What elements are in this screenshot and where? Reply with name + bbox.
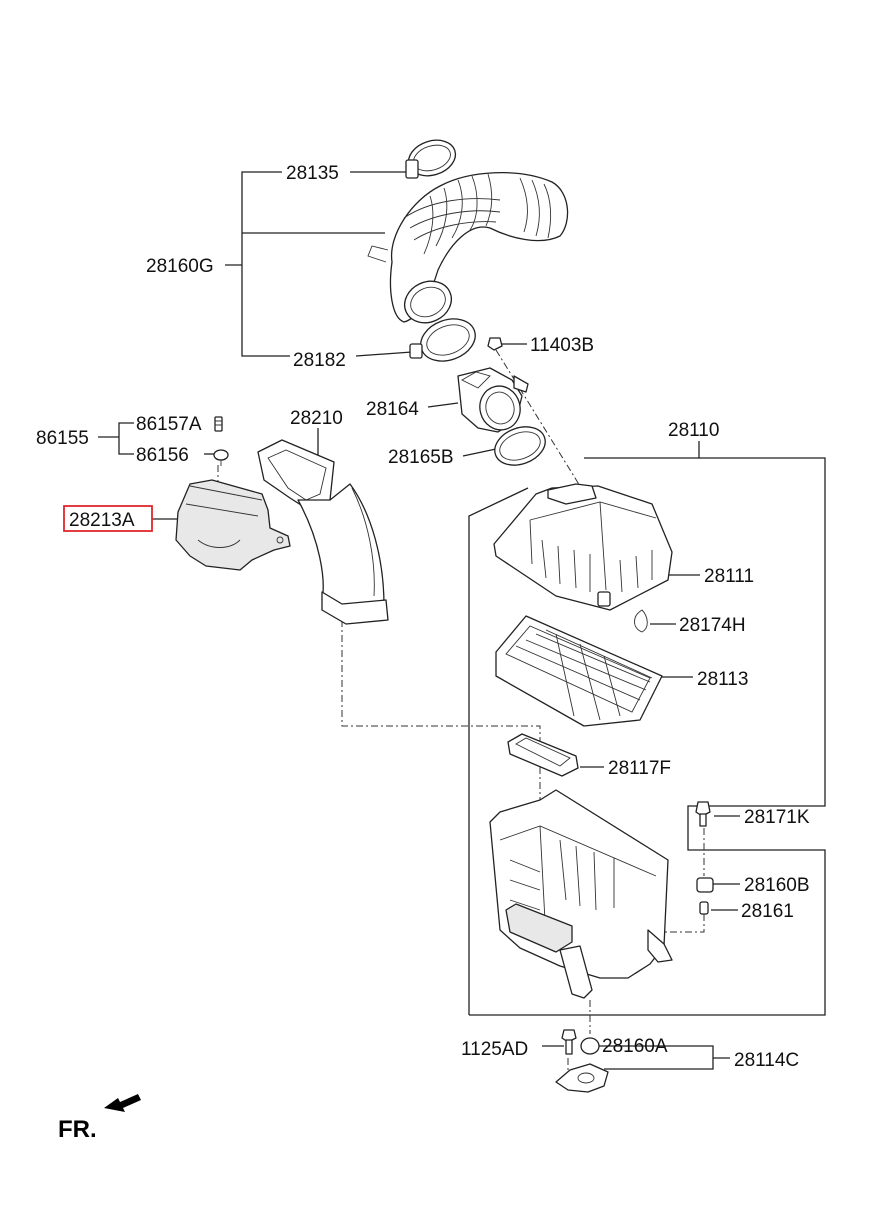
front-direction-label: FR. xyxy=(58,1116,97,1143)
bolt-28171K-drawing xyxy=(695,801,711,827)
label-28213A[interactable]: 28213A xyxy=(69,510,135,531)
duct-28210-drawing xyxy=(257,439,389,625)
clamp-28182-drawing xyxy=(409,318,476,362)
label-28160A[interactable]: 28160A xyxy=(602,1036,668,1057)
label-28164[interactable]: 28164 xyxy=(366,399,419,420)
label-86155[interactable]: 86155 xyxy=(36,428,89,449)
label-86157A[interactable]: 86157A xyxy=(136,414,202,435)
label-28110[interactable]: 28110 xyxy=(668,420,719,441)
label-28174H[interactable]: 28174H xyxy=(679,615,746,636)
bolt-11403B-drawing xyxy=(487,337,503,351)
label-86156[interactable]: 86156 xyxy=(136,445,189,466)
cover-28213A-drawing xyxy=(175,479,291,571)
bracket-28114C-drawing xyxy=(555,1063,609,1093)
bolt-1125AD-drawing xyxy=(561,1029,577,1055)
seal-28117F-drawing xyxy=(507,733,579,777)
clamp-28135-drawing xyxy=(405,139,457,179)
gasket-28165B-drawing xyxy=(494,426,546,466)
sensor-28164-drawing xyxy=(457,367,529,433)
grommet-28160A-drawing xyxy=(580,1037,600,1055)
label-28171K[interactable]: 28171K xyxy=(744,807,810,828)
intake-hose-28160G-drawing xyxy=(367,171,569,324)
highlight-box-28213A xyxy=(63,505,153,532)
clip-86156-drawing xyxy=(213,449,229,466)
label-28111[interactable]: 28111 xyxy=(704,566,754,587)
part-labels: 28135 28160G 28182 11403B 28164 28165B 2… xyxy=(36,163,810,1071)
upper-housing-28111-drawing xyxy=(493,483,673,611)
label-28117F[interactable]: 28117F xyxy=(608,758,671,779)
label-28114C[interactable]: 28114C xyxy=(734,1050,799,1071)
screw-86157A-drawing xyxy=(214,416,223,432)
label-28161[interactable]: 28161 xyxy=(741,901,794,922)
grommet-28160B-drawing xyxy=(696,877,714,893)
label-28135[interactable]: 28135 xyxy=(286,163,339,184)
label-28165B[interactable]: 28165B xyxy=(388,447,454,468)
leader-lines xyxy=(98,171,826,1070)
lower-housing-28114C-drawing xyxy=(489,789,673,999)
label-28210[interactable]: 28210 xyxy=(290,408,343,429)
clip-28174H-drawing xyxy=(634,609,648,633)
label-28182[interactable]: 28182 xyxy=(293,350,346,371)
label-1125AD[interactable]: 1125AD xyxy=(461,1039,528,1060)
label-28113[interactable]: 28113 xyxy=(697,669,748,690)
label-28160G[interactable]: 28160G xyxy=(146,256,214,277)
label-11403B[interactable]: 11403B xyxy=(530,335,594,356)
front-arrow-icon xyxy=(104,1094,141,1112)
label-28160B[interactable]: 28160B xyxy=(744,875,810,896)
pin-28161-drawing xyxy=(699,901,709,915)
filter-28113-drawing xyxy=(495,615,663,727)
